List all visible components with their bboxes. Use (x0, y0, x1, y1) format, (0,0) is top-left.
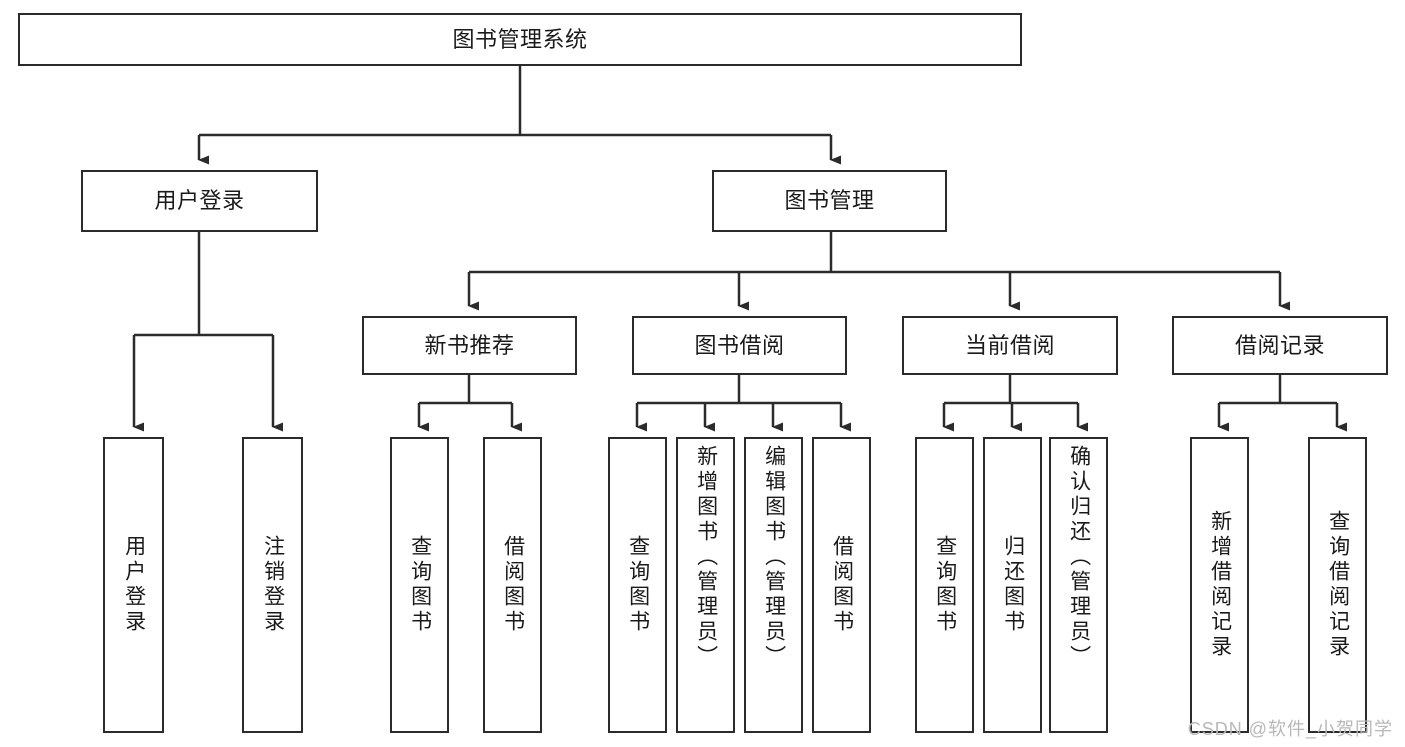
node-leaf-user-logout[interactable]: 注销登录 (242, 437, 303, 733)
edge-currentborrow-to-leaves (942, 375, 1088, 432)
node-user-login-label: 用户登录 (154, 188, 245, 214)
edge-bookmanage-to-level3 (467, 232, 1290, 311)
node-leaf-query-book-borrow[interactable]: 查询图书 (608, 437, 667, 733)
node-leaf-confirm-return-admin-label: 确认归还（管理员） (1067, 445, 1091, 670)
node-leaf-edit-book-admin[interactable]: 编辑图书（管理员） (744, 437, 803, 733)
edge-borrowrecord-to-leaves (1217, 375, 1347, 432)
node-leaf-query-book-current-label: 查询图书 (933, 535, 957, 635)
node-new-book-recommend[interactable]: 新书推荐 (362, 316, 577, 375)
node-leaf-user-login[interactable]: 用户登录 (103, 437, 164, 733)
node-borrow-record[interactable]: 借阅记录 (1172, 316, 1388, 375)
node-leaf-user-logout-label: 注销登录 (261, 535, 285, 635)
node-leaf-add-book-admin-label: 新增图书（管理员） (694, 445, 718, 670)
node-leaf-query-borrow-record[interactable]: 查询借阅记录 (1308, 437, 1367, 733)
node-leaf-add-borrow-record[interactable]: 新增借阅记录 (1190, 437, 1249, 733)
node-leaf-return-book[interactable]: 归还图书 (983, 437, 1042, 733)
node-book-manage[interactable]: 图书管理 (712, 170, 947, 232)
node-leaf-borrow-book-rec[interactable]: 借阅图书 (483, 437, 542, 733)
node-leaf-borrow-book-rec-label: 借阅图书 (501, 535, 525, 635)
node-leaf-edit-book-admin-label: 编辑图书（管理员） (762, 445, 786, 670)
node-leaf-user-login-label: 用户登录 (122, 535, 146, 635)
node-borrow-record-label: 借阅记录 (1234, 332, 1325, 358)
edge-userlogin-to-leaves (132, 232, 283, 432)
node-leaf-query-book-rec[interactable]: 查询图书 (390, 437, 449, 733)
node-leaf-query-borrow-record-label: 查询借阅记录 (1326, 510, 1350, 660)
node-root-label: 图书管理系统 (452, 26, 588, 52)
node-leaf-borrow-book-label: 借阅图书 (830, 535, 854, 635)
node-current-borrow-label: 当前借阅 (964, 332, 1055, 358)
node-book-borrow-label: 图书借阅 (694, 332, 785, 358)
node-root-system[interactable]: 图书管理系统 (18, 13, 1022, 66)
node-leaf-query-book-current[interactable]: 查询图书 (915, 437, 974, 733)
edge-newbookrec-to-leaves (417, 375, 522, 432)
node-book-manage-label: 图书管理 (784, 188, 875, 214)
node-new-book-recommend-label: 新书推荐 (424, 332, 515, 358)
node-leaf-borrow-book[interactable]: 借阅图书 (812, 437, 871, 733)
node-leaf-add-borrow-record-label: 新增借阅记录 (1208, 510, 1232, 660)
node-leaf-add-book-admin[interactable]: 新增图书（管理员） (676, 437, 735, 733)
node-leaf-query-book-borrow-label: 查询图书 (626, 535, 650, 635)
node-leaf-return-book-label: 归还图书 (1001, 535, 1025, 635)
node-user-login[interactable]: 用户登录 (81, 170, 318, 232)
csdn-watermark: CSDN @软件_小贺同学 (1187, 719, 1393, 739)
node-book-borrow[interactable]: 图书借阅 (632, 316, 847, 375)
edge-bookborrow-to-leaves (635, 375, 851, 432)
node-leaf-query-book-rec-label: 查询图书 (408, 535, 432, 635)
node-current-borrow[interactable]: 当前借阅 (902, 316, 1118, 375)
edge-root-to-level2 (197, 66, 841, 165)
node-leaf-confirm-return-admin[interactable]: 确认归还（管理员） (1049, 437, 1108, 733)
